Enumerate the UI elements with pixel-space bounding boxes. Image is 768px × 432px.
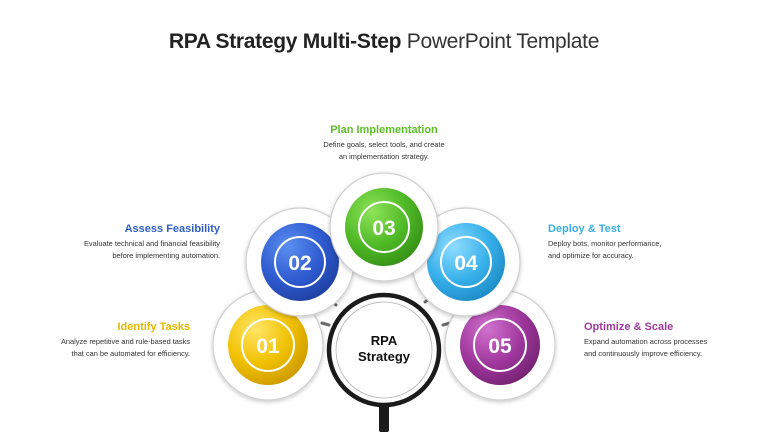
step-02-label: Assess Feasibility — [124, 223, 220, 235]
step-01-label: Identify Tasks — [117, 321, 190, 333]
step-01-desc-line1: Analyze repetitive and rule-based tasks — [61, 337, 190, 346]
step-03-inner-ring — [358, 201, 410, 253]
step-04-node: 04 — [411, 207, 521, 317]
title-bold: RPA Strategy Multi-Step — [168, 30, 402, 53]
step-05-desc-line2: and continuously improve efficiency. — [584, 348, 703, 358]
step-02-text: Assess Feasibility Evaluate technical an… — [20, 223, 220, 261]
step-04-number: 04 — [454, 252, 478, 275]
step-05-inner-ring — [473, 318, 527, 372]
title-light: PowerPoint Template — [406, 30, 600, 53]
step-02-desc-line2: before implementing automation. — [112, 250, 220, 260]
step-03-label: Plan Implementation — [330, 124, 438, 136]
step-03-desc-line1: Define goals, select tools, and create — [323, 140, 445, 149]
step-03-number: 03 — [372, 217, 395, 240]
slide-title: RPA Strategy Multi-Step PowerPoint Templ… — [0, 30, 768, 54]
step-05-node: 05 — [444, 289, 556, 401]
hub-inner-ring — [335, 301, 433, 399]
step-03-text: Plan Implementation Define goals, select… — [284, 124, 484, 162]
step-05-disc — [460, 305, 540, 385]
hub-magnifier: RPA Strategy — [326, 292, 442, 432]
step-01-desc-line2: that can be automated for efficiency. — [71, 348, 190, 358]
step-01-text: Identify Tasks Analyze repetitive and ru… — [0, 321, 190, 359]
step-02-disc — [261, 223, 339, 301]
step-04-disc — [427, 223, 505, 301]
step-01-inner-ring — [241, 318, 295, 372]
step-01-disc — [228, 305, 308, 385]
step-03-disc — [345, 188, 423, 266]
connector-01 — [320, 321, 331, 327]
step-02-number: 02 — [288, 252, 311, 275]
step-02-node: 02 — [245, 207, 355, 317]
step-04-text: Deploy & Test Deploy bots, monitor perfo… — [548, 223, 748, 261]
step-05-number: 05 — [488, 335, 512, 358]
step-05-desc-line1: Expand automation across processes — [584, 337, 708, 346]
hub-label-line2: Strategy — [358, 349, 411, 364]
step-03-node: 03 — [329, 172, 439, 282]
step-02-inner-ring — [274, 236, 326, 288]
step-01-number: 01 — [256, 335, 280, 358]
step-03-desc-line2: an implementation strategy. — [338, 151, 430, 161]
step-04-desc-line2: and optimize for accuracy. — [548, 250, 634, 260]
step-04-label: Deploy & Test — [548, 223, 621, 235]
step-04-inner-ring — [440, 236, 492, 288]
step-05-text: Optimize & Scale Expand automation acros… — [584, 321, 764, 359]
hub-label-line1: RPA — [371, 333, 398, 348]
step-05-label: Optimize & Scale — [584, 321, 674, 333]
step-01-node: 01 — [212, 289, 324, 401]
step-04-desc-line1: Deploy bots, monitor performance, — [548, 239, 662, 248]
step-02-desc-line1: Evaluate technical and financial feasibi… — [84, 239, 220, 248]
